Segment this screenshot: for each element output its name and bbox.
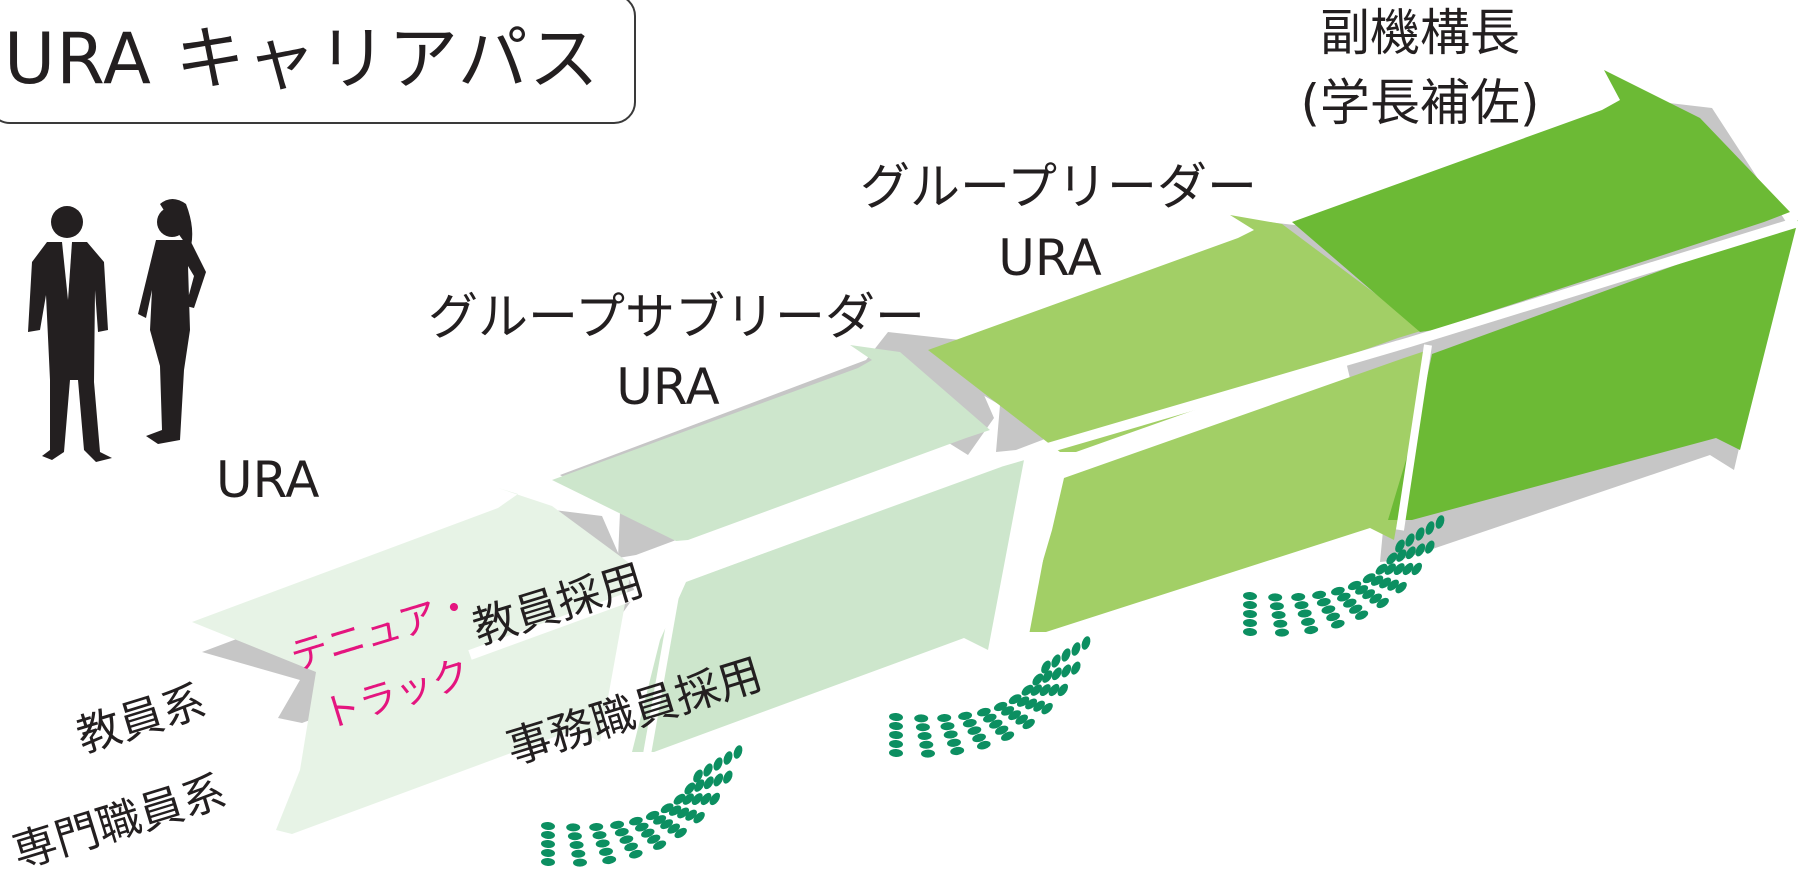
stage-label-vice-director-note: (学長補佐)	[1300, 74, 1540, 132]
stage-label-group-leader: グループリーダー	[860, 158, 1257, 216]
curved-dotted-arrow-icon	[541, 745, 743, 867]
businessman-silhouette-icon	[28, 206, 112, 462]
curved-dotted-arrow-icon	[1243, 515, 1445, 637]
title-box: URA キャリアパス	[0, 0, 636, 124]
stage2-arrow	[552, 345, 1024, 752]
stage-label-group-sub-leader: グループサブリーダー	[428, 288, 925, 346]
stage1-arrow-top	[192, 488, 632, 672]
stage2-arrow-front	[632, 460, 1024, 752]
stage-gap-3	[1396, 344, 1432, 531]
stage2-arrow-top	[552, 345, 990, 541]
stage-label-vice-director: 副機構長	[1320, 4, 1520, 62]
page-title: URA キャリアパス	[4, 18, 600, 100]
stage-label-ura: URA	[216, 451, 320, 509]
stage4-arrow-top	[1292, 70, 1790, 332]
businesswoman-silhouette-icon	[138, 199, 206, 444]
stage-label-group-sub-leader-ura: URA	[616, 358, 720, 416]
stage4-arrow	[1292, 70, 1798, 520]
track-divider-line	[468, 217, 1798, 660]
stage-label-group-leader-ura: URA	[998, 229, 1102, 287]
stage3-arrow	[928, 215, 1428, 632]
stage4-arrow-front	[1388, 220, 1798, 520]
stage-gap-2	[1020, 469, 1060, 641]
stage3-arrow-front	[1022, 350, 1428, 632]
curved-dotted-arrow-icon	[889, 636, 1091, 758]
stage3-arrow-top	[928, 215, 1424, 452]
stage-gap-1	[642, 589, 680, 761]
